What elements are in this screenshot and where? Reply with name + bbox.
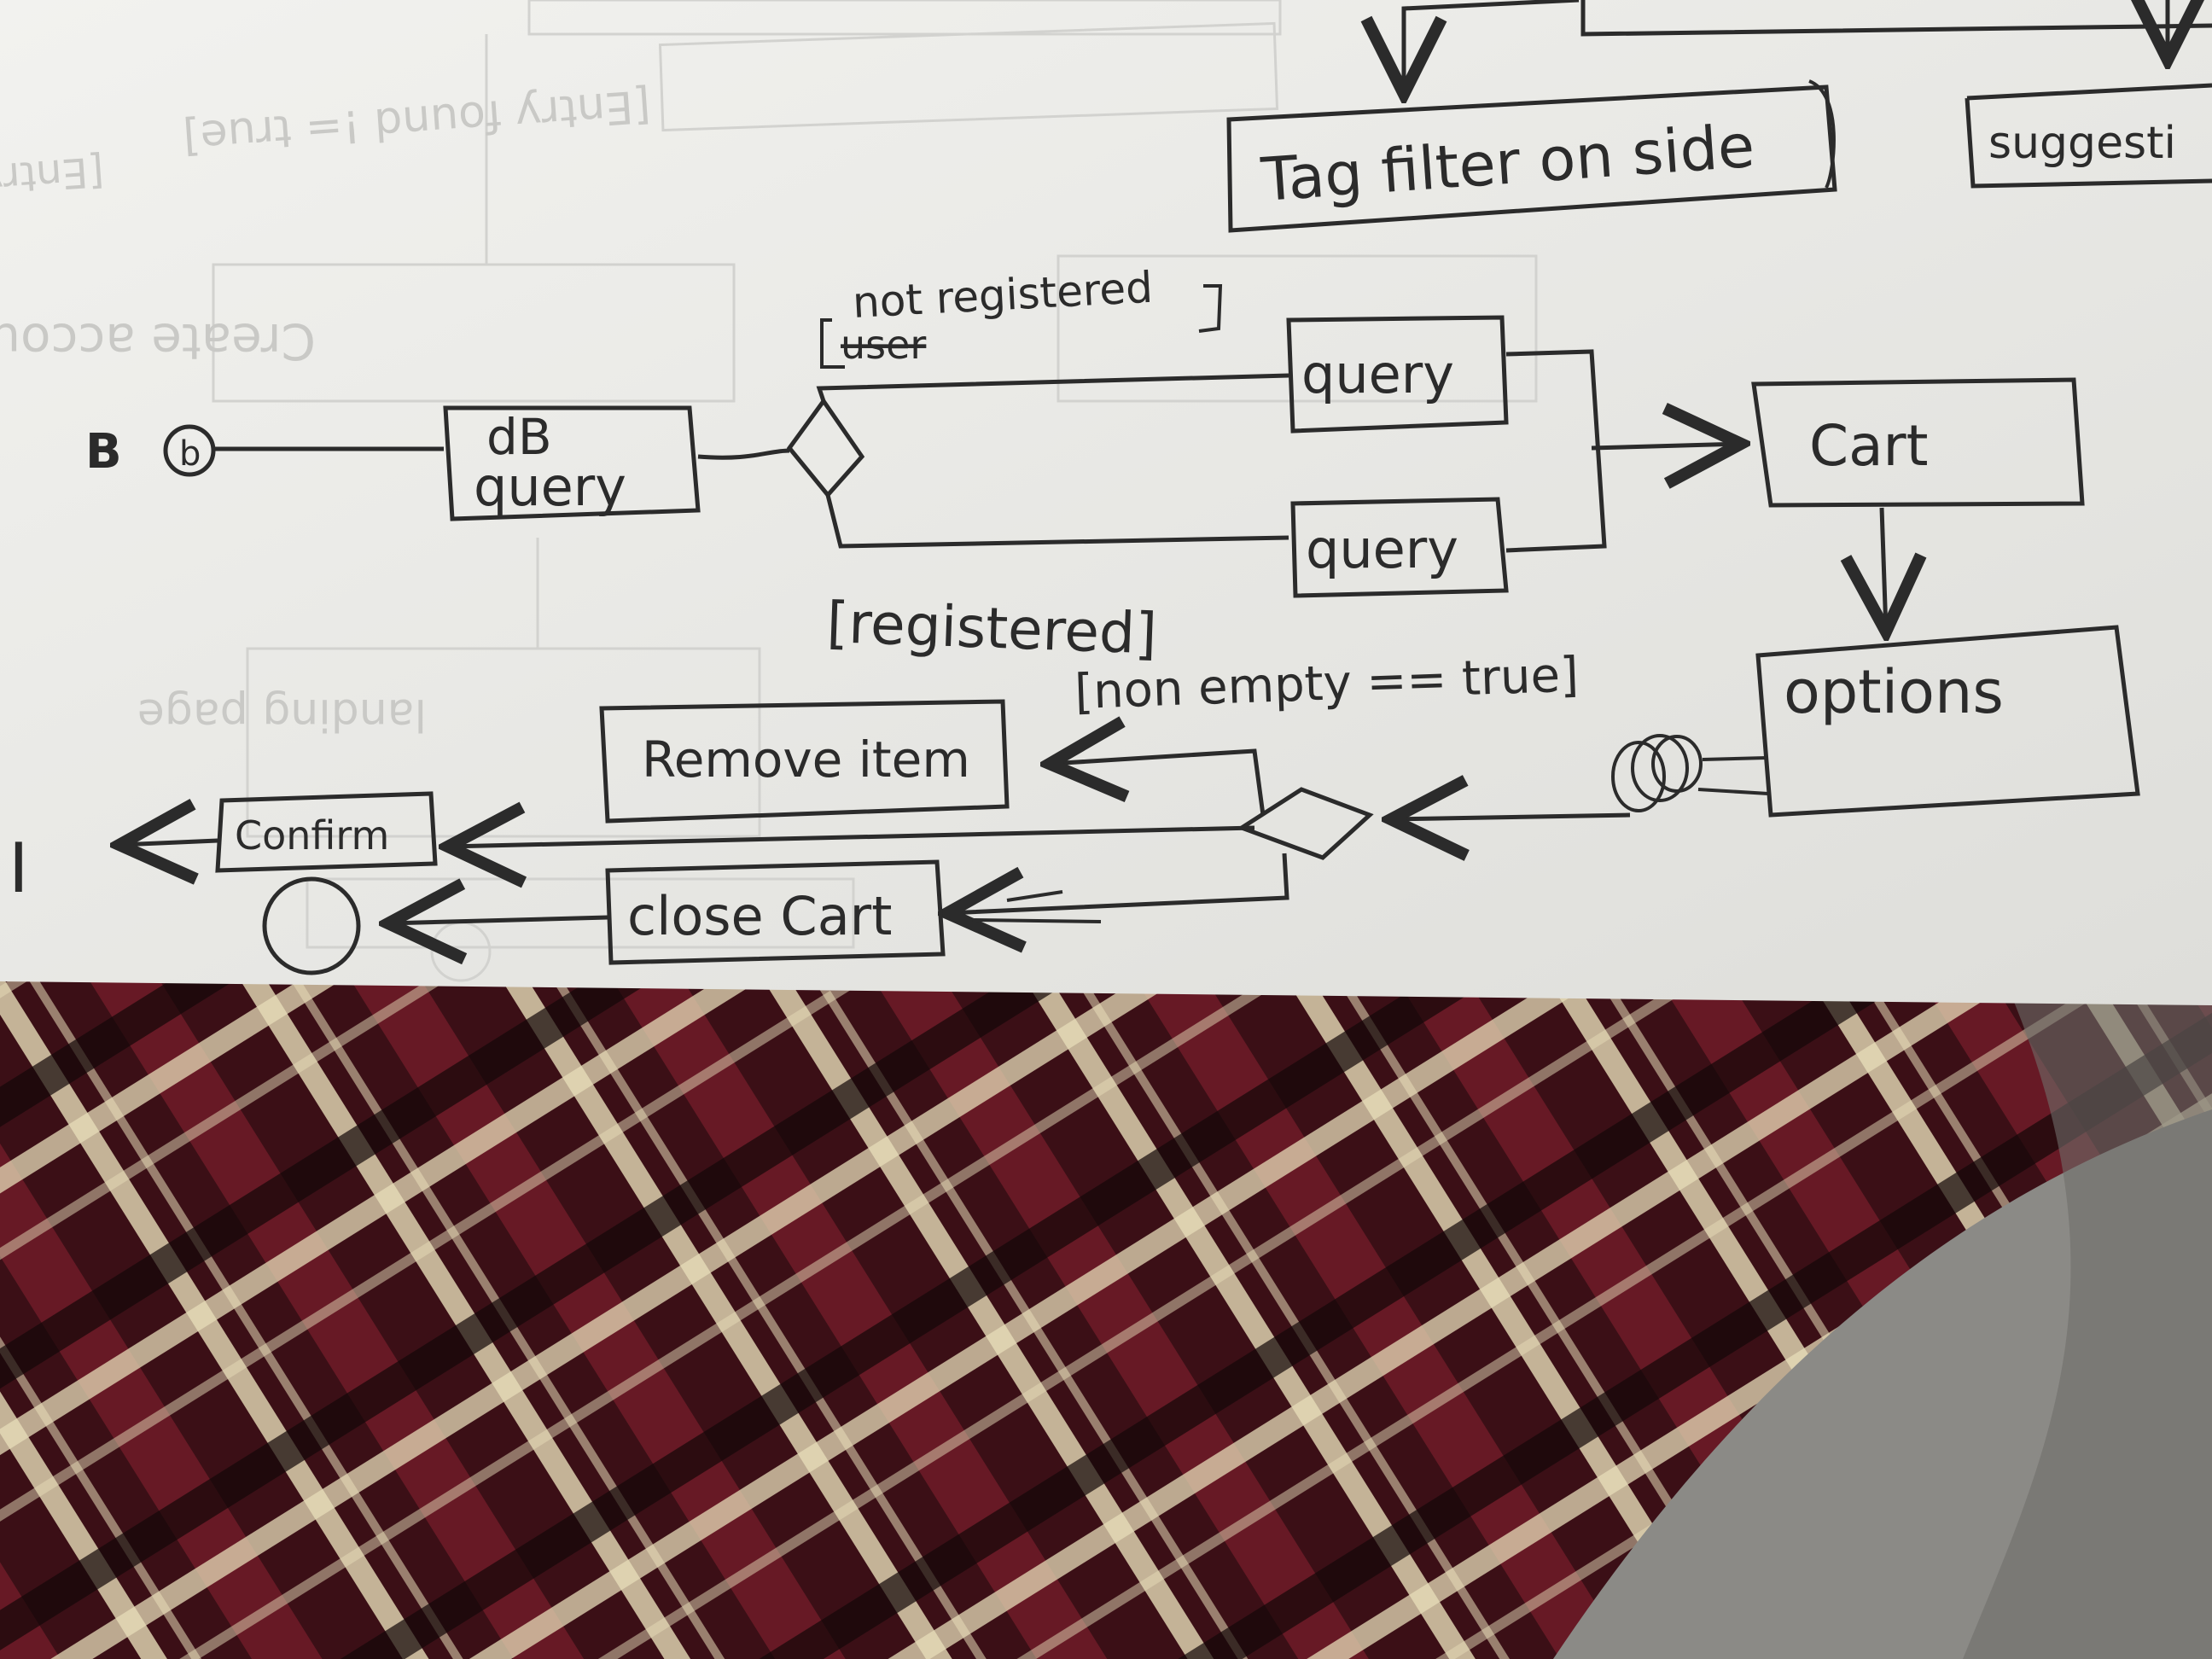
arrow-scribble xyxy=(972,890,1102,923)
guard-not-registered-brackets xyxy=(820,284,1223,369)
remove-item-node: Remove item xyxy=(599,699,1010,824)
flow-confirm-to-end xyxy=(119,841,218,845)
guard-registered: [registered] xyxy=(825,590,1158,667)
start-label: B xyxy=(85,424,122,480)
merge-node-circles xyxy=(1611,734,1769,812)
query-bottom-node: query xyxy=(1290,497,1509,598)
flow-final-node xyxy=(262,876,361,975)
close-cart-node: close Cart xyxy=(605,859,946,965)
remove-item-label: Remove item xyxy=(642,731,970,789)
flow-registered-branch xyxy=(825,494,1289,549)
query-top-node: query xyxy=(1286,315,1509,434)
flow-to-tag-filter xyxy=(1404,0,1580,94)
floor-shadow xyxy=(1963,981,2212,1659)
confirm-label: Confirm xyxy=(235,812,389,859)
options-label: options xyxy=(1784,657,2004,727)
faded-landing-page-text: landing page xyxy=(137,689,427,740)
query-bottom-label: query xyxy=(1306,518,1458,580)
flow-close-cart-to-end xyxy=(388,917,608,923)
guard-user-struck: user xyxy=(841,322,926,368)
cart-node: Cart xyxy=(1751,377,2085,508)
flow-to-close-cart xyxy=(947,853,1289,913)
db-query-label-line1: dB xyxy=(486,408,552,466)
suggestions-node: suggesti xyxy=(1580,0,2212,189)
db-query-label-line2: query xyxy=(474,456,626,518)
flow-options-to-decision xyxy=(1391,815,1631,819)
registration-decision xyxy=(786,397,865,498)
flow-not-registered-branch xyxy=(816,373,1289,402)
start-node-symbol: b xyxy=(179,434,201,474)
db-query-node: dB query xyxy=(443,405,701,521)
options-node: options xyxy=(1755,625,2140,818)
cart-action-decision xyxy=(1237,787,1374,860)
flow-to-cart xyxy=(1591,444,1741,448)
plaid-cloth xyxy=(0,981,2212,1659)
faded-create-account-text: Create account xyxy=(0,312,316,370)
flow-db-to-decision xyxy=(697,448,790,460)
query-top-label: query xyxy=(1301,343,1454,405)
confirm-node: Confirm xyxy=(215,791,438,873)
start-node: b xyxy=(163,424,216,477)
flow-cart-to-options xyxy=(1882,507,1886,632)
flow-non-empty-branch xyxy=(1050,751,1266,816)
suggestions-label: suggesti xyxy=(1988,118,2176,169)
flow-to-confirm xyxy=(448,828,1255,847)
end-label: I xyxy=(9,829,29,908)
cart-label: Cart xyxy=(1809,413,1929,479)
close-cart-label: close Cart xyxy=(627,885,892,947)
